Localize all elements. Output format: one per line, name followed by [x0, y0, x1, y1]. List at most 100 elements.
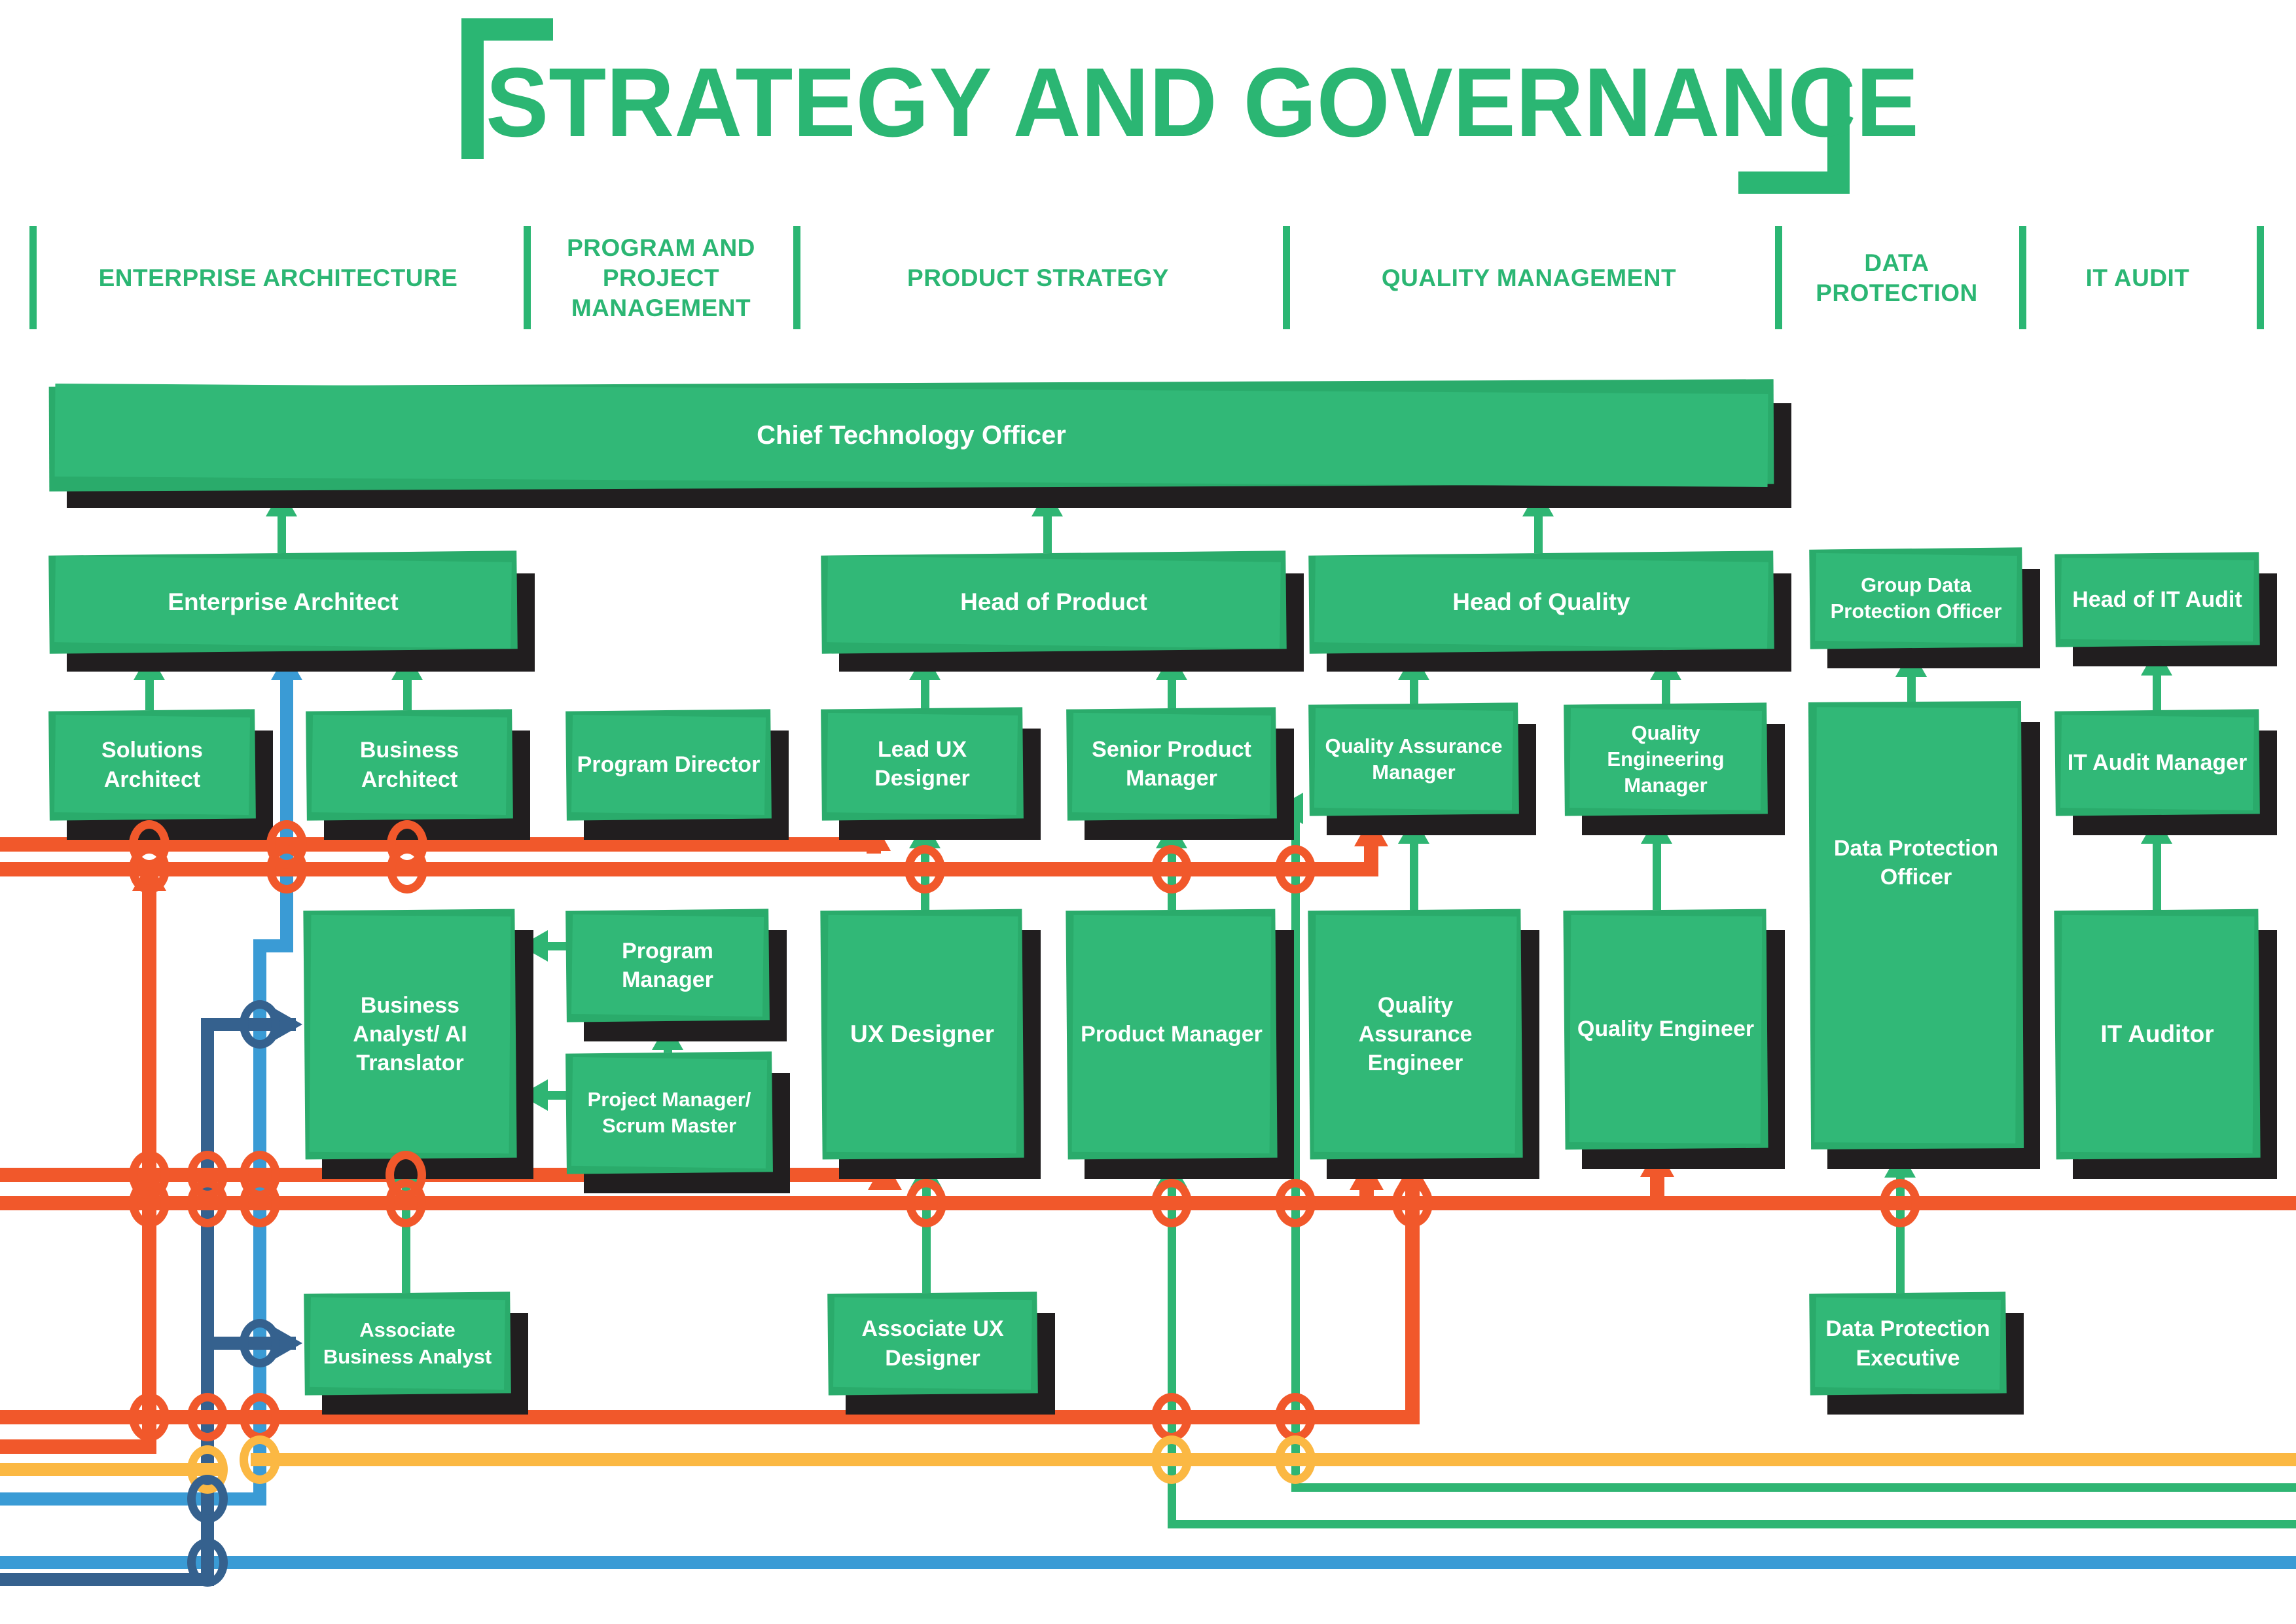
line-hop-icon	[1151, 845, 1192, 893]
column-header-data-protection: DATA PROTECTION	[1816, 249, 1978, 306]
box-label: UX Designer	[850, 1020, 994, 1047]
line-hop-icon	[906, 1179, 946, 1227]
connector-line	[1653, 823, 1661, 910]
connector-line	[1168, 1520, 2296, 1528]
box-label: Quality Assurance Engineer	[1358, 992, 1473, 1076]
connector-line	[0, 862, 1378, 876]
line-hop-icon	[1392, 1179, 1433, 1227]
org-box-program-manager: Program Manager	[565, 909, 787, 1041]
line-hop-icon	[1151, 1179, 1192, 1227]
column-divider	[524, 226, 531, 329]
org-box-head-of-it-audit: Head of IT Audit	[2054, 552, 2277, 666]
connector-line	[1405, 1166, 1420, 1424]
box-label: Program Director	[577, 752, 761, 778]
box-label: Group Data Protection Officer	[1830, 573, 2002, 623]
org-box-cto: Chief Technology Officer	[48, 379, 1791, 508]
line-hop-icon	[1151, 1393, 1192, 1441]
column-divider	[1283, 226, 1290, 329]
org-box-quality-assurance-engineer: Quality Assurance Engineer	[1308, 909, 1539, 1179]
org-box-associate-business-analyst: Associate Business Analyst	[304, 1291, 528, 1415]
box-label: Project Manager/ Scrum Master	[587, 1087, 751, 1137]
connector-line	[1410, 823, 1418, 910]
box-label: Data Protection Officer	[1833, 835, 1999, 890]
line-hop-icon	[240, 1179, 280, 1227]
line-hop-icon	[129, 1179, 170, 1227]
org-box-head-of-product: Head of Product	[821, 550, 1304, 672]
connector-line	[251, 1453, 2296, 1466]
connector-line	[0, 1196, 2296, 1210]
column-divider	[1775, 226, 1782, 329]
line-hop-icon	[187, 1475, 228, 1523]
org-box-it-audit-manager: IT Audit Manager	[2054, 709, 2277, 835]
org-box-group-data-protection-officer: Group Data Protection Officer	[1809, 547, 2040, 668]
line-hop-icon	[1275, 1179, 1316, 1227]
org-box-solutions-architect: Solutions Architect	[48, 709, 273, 840]
line-hop-icon	[240, 1000, 280, 1049]
line-hop-icon	[187, 1538, 228, 1587]
org-box-project-manager-scrum-master: Project Manager/ Scrum Master	[565, 1051, 790, 1193]
page-title: STRATEGY AND GOVERNANCE	[486, 47, 1919, 157]
box-label: Program Manager	[622, 938, 713, 992]
org-box-data-protection-officer: Data Protection Officer	[1808, 701, 2040, 1169]
box-label: Lead UX Designer	[874, 736, 970, 791]
line-hop-icon	[1151, 1435, 1192, 1484]
org-box-quality-engineer: Quality Engineer	[1563, 909, 1785, 1169]
box-label: Data Protection Executive	[1825, 1316, 1990, 1371]
line-hop-icon	[240, 1319, 280, 1367]
box-label: Chief Technology Officer	[757, 421, 1066, 450]
org-box-business-architect: Business Architect	[306, 709, 530, 840]
connector-line	[0, 1573, 214, 1586]
column-divider	[2019, 226, 2026, 329]
line-hop-icon	[240, 1393, 280, 1441]
org-box-associate-ux-designer: Associate UX Designer	[827, 1291, 1055, 1415]
box-label: Associate UX Designer	[861, 1316, 1004, 1371]
box-label: Enterprise Architect	[168, 588, 399, 615]
org-box-it-auditor: IT Auditor	[2054, 909, 2277, 1179]
box-label: Senior Product Manager	[1092, 736, 1251, 791]
org-box-lead-ux-designer: Lead UX Designer	[821, 707, 1041, 840]
box-label: Head of Quality	[1452, 588, 1630, 615]
box-label: Product Manager	[1081, 1021, 1263, 1047]
box-label: IT Auditor	[2100, 1020, 2214, 1047]
box-label: Quality Engineering Manager	[1607, 721, 1725, 797]
column-divider	[2257, 226, 2264, 329]
box-label: Business Architect	[359, 738, 459, 792]
title-bracket-bottom-right-h	[1738, 171, 1850, 194]
org-box-program-director: Program Director	[565, 709, 789, 840]
column-header-quality-management: QUALITY MANAGEMENT	[1381, 264, 1677, 291]
line-hop-icon	[1275, 1393, 1316, 1441]
box-label: Solutions Architect	[101, 738, 203, 792]
connector-line	[1291, 1483, 2296, 1492]
org-box-head-of-quality: Head of Quality	[1308, 550, 1791, 672]
org-box-senior-product-manager: Senior Product Manager	[1066, 707, 1294, 840]
column-header-program-project-management: PROGRAM AND PROJECT MANAGEMENT	[567, 234, 755, 322]
box-label: Quality Engineer	[1577, 1017, 1755, 1042]
line-hop-icon	[386, 1179, 426, 1227]
org-box-quality-engineering-manager: Quality Engineering Manager	[1564, 702, 1785, 835]
connector-line	[0, 1556, 2296, 1569]
column-header-it-audit: IT AUDIT	[2085, 264, 2190, 291]
line-hop-icon	[387, 845, 427, 893]
title-bracket-top-left-v	[461, 18, 484, 159]
column-divider	[793, 226, 800, 329]
line-hop-icon	[1275, 1435, 1316, 1484]
box-label: Business Analyst/ AI Translator	[353, 992, 467, 1076]
org-box-quality-assurance-manager: Quality Assurance Manager	[1308, 702, 1536, 835]
line-hop-icon	[187, 1179, 228, 1227]
column-header-product-strategy: PRODUCT STRATEGY	[907, 264, 1169, 291]
box-label: IT Audit Manager	[2067, 749, 2248, 775]
org-box-enterprise-architect: Enterprise Architect	[48, 550, 535, 672]
connector-line	[0, 837, 881, 852]
connector-line	[2153, 823, 2161, 910]
column-header-enterprise-architecture: ENTERPRISE ARCHITECTURE	[98, 264, 458, 291]
line-hop-icon	[1275, 845, 1316, 893]
box-label: Associate Business Analyst	[323, 1318, 492, 1368]
line-hop-icon	[240, 1435, 280, 1484]
line-hop-icon	[129, 845, 170, 893]
box-label: Head of IT Audit	[2072, 586, 2242, 612]
org-box-ux-designer: UX Designer	[820, 909, 1041, 1179]
box-label: Head of Product	[960, 588, 1147, 615]
org-box-product-manager: Product Manager	[1066, 909, 1294, 1179]
connector-line	[0, 1439, 156, 1454]
